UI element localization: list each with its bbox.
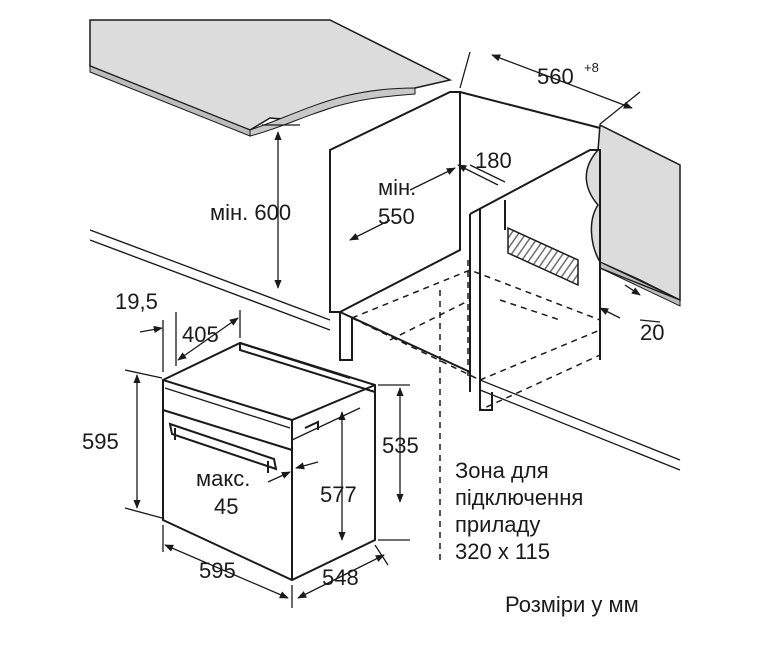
- oven-handle: [168, 422, 278, 473]
- connection-zone-line2: підключення: [455, 485, 583, 510]
- units-note: Розміри у мм: [505, 592, 639, 617]
- label-door-depth: 405: [182, 322, 219, 347]
- label-panel-offset: 19,5: [115, 289, 158, 314]
- dimension-labels: 560 +8 мін. 600 мін. 550 180 20 19,5 405…: [82, 60, 664, 590]
- countertop-left: [89, 19, 453, 137]
- label-max-value: 45: [214, 494, 238, 519]
- label-niche-width: 560: [537, 64, 574, 89]
- connection-zone-line1: Зона для: [455, 458, 549, 483]
- label-inner-height: 577: [320, 482, 357, 507]
- oven: [162, 341, 376, 582]
- connection-zone-hatch: [504, 200, 579, 287]
- dimension-lines: [124, 51, 661, 608]
- label-oven-depth: 548: [322, 565, 359, 590]
- label-min-depth-prefix: мін.: [378, 175, 416, 200]
- cabinet-niche: [329, 91, 601, 565]
- connection-zone-line4: 320 x 115: [455, 539, 550, 564]
- connection-zone-line3: приладу: [455, 512, 540, 537]
- label-side-gap: 20: [640, 320, 664, 345]
- label-oven-height: 595: [82, 429, 119, 454]
- label-min-depth-value: 550: [378, 204, 415, 229]
- label-body-height: 535: [382, 433, 419, 458]
- room-lines: [89, 229, 681, 471]
- label-max-prefix: макс.: [196, 466, 250, 491]
- label-min-height: мін. 600: [210, 200, 291, 225]
- label-niche-tolerance: +8: [584, 60, 599, 75]
- label-rear-gap: 180: [475, 148, 512, 173]
- connection-zone-text: Зона для підключення приладу 320 x 115: [455, 458, 583, 564]
- label-oven-width: 595: [199, 558, 236, 583]
